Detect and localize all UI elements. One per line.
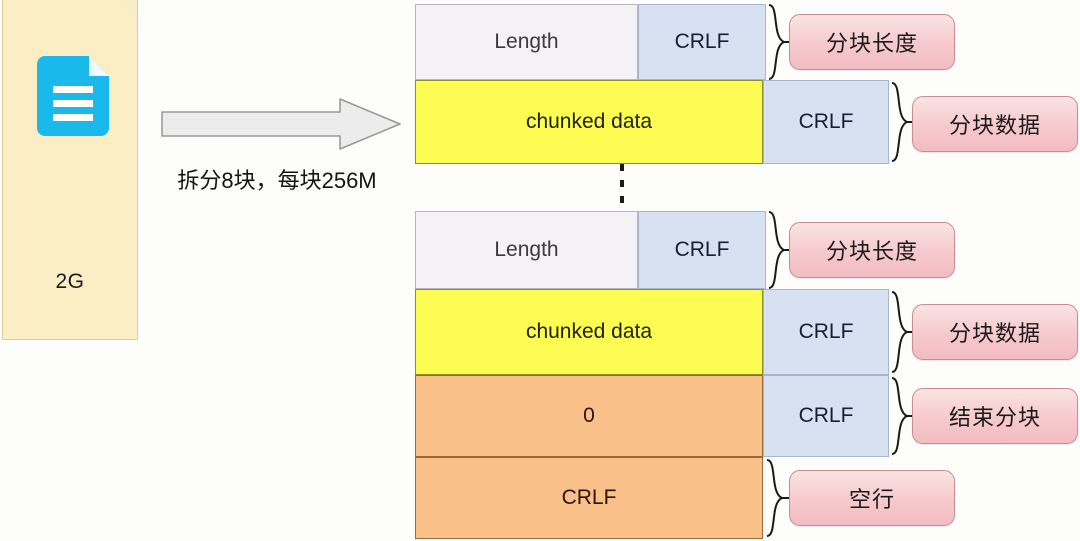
tag-chunk-length: 分块长度	[789, 222, 955, 278]
cell-crlf: CRLF	[638, 4, 766, 80]
brace-chunk-data	[889, 291, 914, 373]
cell-zero-length: 0	[415, 375, 763, 457]
cell-chunked-data: chunked data	[415, 80, 763, 164]
tag-chunk-length: 分块长度	[789, 14, 955, 70]
source-file-page: 2G	[2, 0, 138, 340]
file-size-label: 2G	[55, 270, 85, 293]
brace-blank-line	[764, 459, 789, 537]
tag-chunk-data: 分块数据	[912, 96, 1078, 152]
cell-crlf: CRLF	[763, 375, 889, 457]
brace-end-chunk	[889, 377, 914, 455]
brace-chunk-data	[889, 82, 914, 162]
cell-crlf: CRLF	[763, 289, 889, 375]
split-caption: 拆分8块，每块256M	[177, 168, 377, 193]
tag-chunk-data: 分块数据	[912, 304, 1078, 360]
tag-end-chunk: 结束分块	[912, 388, 1078, 444]
tag-blank-line: 空行	[789, 470, 955, 526]
cell-length: Length	[415, 211, 638, 289]
cell-chunked-data: chunked data	[415, 289, 763, 375]
page-fold-icon	[107, 0, 137, 30]
right-arrow-icon	[160, 96, 405, 152]
cell-blank-line-crlf: CRLF	[415, 457, 763, 539]
brace-chunk-length	[766, 211, 791, 289]
chunk-continuation-dashes	[616, 164, 628, 210]
cell-length: Length	[415, 4, 638, 80]
document-icon	[37, 52, 113, 140]
brace-chunk-length	[766, 4, 791, 80]
cell-crlf: CRLF	[638, 211, 766, 289]
cell-crlf: CRLF	[763, 80, 889, 164]
